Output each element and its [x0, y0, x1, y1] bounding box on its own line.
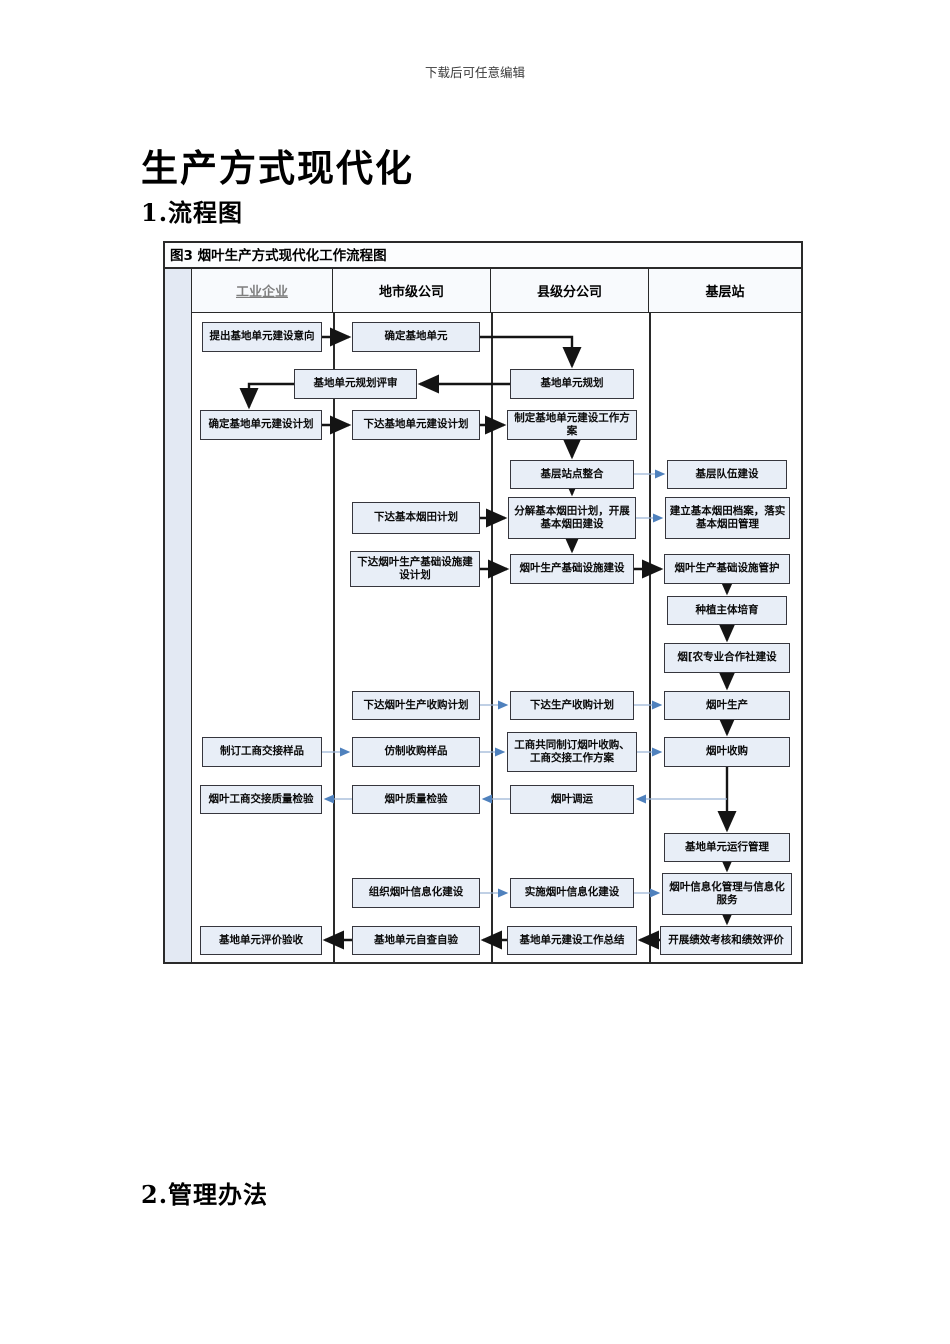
- flowchart-figure: 图3 烟叶生产方式现代化工作流程图 工业企业 地市级公司 县级分公司 基层站: [163, 241, 803, 964]
- flow-box-decompose-basic-field-plan: 分解基本烟田计划，开展基本烟田建设: [508, 497, 636, 539]
- flow-box-base-unit-plan-review: 基地单元规划评审: [294, 369, 417, 399]
- flow-box-issue-infrastructure-plan: 下达烟叶生产基础设施建设计划: [350, 551, 480, 587]
- flow-box-relay-production-purchase-plan: 下达生产收购计划: [510, 691, 634, 720]
- flow-box-base-unit-evaluation-acceptance: 基地单元评价验收: [200, 926, 322, 955]
- flow-box-tobacco-production: 烟叶生产: [664, 691, 790, 720]
- lane-divider: [491, 313, 493, 962]
- flow-box-base-unit-planning: 基地单元规划: [510, 369, 634, 399]
- flow-box-issue-production-purchase-plan: 下达烟叶生产收购计划: [352, 691, 480, 720]
- flow-box-establish-field-archives: 建立基本烟田档案，落实基本烟田管理: [665, 497, 790, 539]
- section-heading-management: 2.管理办法: [141, 1180, 269, 1209]
- flow-box-propose-base-unit-intent: 提出基地单元建设意向: [202, 322, 322, 352]
- flow-box-make-handover-samples: 制订工商交接样品: [202, 737, 322, 767]
- flow-box-determine-construction-plan: 确定基地单元建设计划: [200, 410, 322, 440]
- flow-box-implement-informatization: 实施烟叶信息化建设: [510, 878, 634, 908]
- flow-box-organize-informatization: 组织烟叶信息化建设: [352, 878, 480, 908]
- flow-box-joint-purchase-scheme: 工商共同制订烟叶收购、工商交接工作方案: [507, 732, 637, 772]
- flow-box-informatization-management: 烟叶信息化管理与信息化服务: [662, 873, 792, 915]
- flow-box-infrastructure-construction: 烟叶生产基础设施建设: [510, 554, 634, 584]
- section-heading-flowchart: 1.流程图: [141, 198, 244, 227]
- flowchart-caption: 图3 烟叶生产方式现代化工作流程图: [165, 243, 801, 269]
- flow-box-replicate-purchase-samples: 仿制收购样品: [352, 737, 480, 767]
- swimlane-left-strip: [165, 269, 192, 962]
- flow-box-issue-construction-plan: 下达基地单元建设计划: [352, 410, 480, 440]
- flow-box-determine-base-unit: 确定基地单元: [352, 322, 480, 352]
- watermark-text: 下载后可任意编辑: [424, 65, 525, 80]
- lane-divider: [333, 313, 335, 962]
- flow-box-construction-work-summary: 基地单元建设工作总结: [507, 926, 637, 955]
- lane-header-municipal-company: 地市级公司: [333, 269, 491, 313]
- flow-box-performance-assessment: 开展绩效考核和绩效评价: [660, 926, 792, 955]
- lane-header-industrial-enterprise: 工业企业: [192, 269, 333, 313]
- lane-header-county-branch: 县级分公司: [491, 269, 649, 313]
- flow-box-tobacco-transport: 烟叶调运: [510, 785, 634, 814]
- flow-box-coop-construction: 烟[农专业合作社建设: [664, 643, 790, 673]
- lane-header-grassroots-station: 基层站: [649, 269, 801, 313]
- lane-divider: [649, 313, 651, 962]
- flow-box-base-unit-operation-management: 基地单元运行管理: [664, 833, 790, 862]
- flow-box-station-integration: 基层站点整合: [510, 460, 634, 489]
- flow-box-handover-quality-inspection: 烟叶工商交接质量检验: [200, 785, 322, 814]
- flow-box-quality-inspection: 烟叶质量检验: [352, 785, 480, 814]
- flow-box-planting-entity-cultivation: 种植主体培育: [667, 596, 787, 625]
- flow-box-grassroots-team-building: 基层队伍建设: [667, 460, 787, 489]
- flow-box-tobacco-purchase: 烟叶收购: [664, 737, 790, 767]
- flow-box-infrastructure-maintenance: 烟叶生产基础设施管护: [664, 554, 790, 584]
- flow-box-formulate-work-scheme: 制定基地单元建设工作方案: [507, 410, 637, 440]
- page-title: 生产方式现代化: [141, 147, 414, 190]
- flow-box-issue-basic-field-plan: 下达基本烟田计划: [352, 502, 480, 534]
- flow-box-base-unit-self-check: 基地单元自查自验: [352, 926, 480, 955]
